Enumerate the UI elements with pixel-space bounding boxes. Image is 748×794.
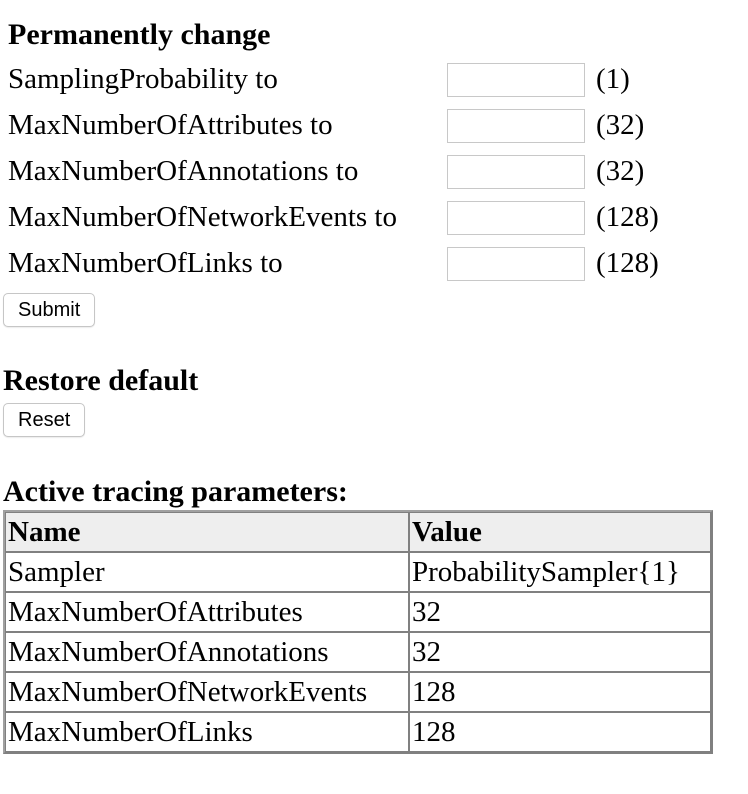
table-header-row: Name Value [5,512,711,552]
form-label: SamplingProbability to [8,63,278,95]
default-value: (32) [596,155,645,187]
restore-default-heading: Restore default [3,364,199,397]
param-name: MaxNumberOfAnnotations [5,632,409,672]
default-value: (128) [596,201,659,233]
param-name: MaxNumberOfLinks [5,712,409,752]
param-name: MaxNumberOfNetworkEvents [5,672,409,712]
param-name: Sampler [5,552,409,592]
table-row: Sampler ProbabilitySampler{1} [5,552,711,592]
sampling-probability-input[interactable] [447,63,585,97]
param-value: 32 [409,632,711,672]
table-row: MaxNumberOfAttributes 32 [5,592,711,632]
param-value: 128 [409,672,711,712]
column-header-value: Value [409,512,711,552]
max-annotations-input[interactable] [447,155,585,189]
default-value: (1) [596,63,630,95]
table-row: MaxNumberOfAnnotations 32 [5,632,711,672]
column-header-name: Name [5,512,409,552]
form-label: MaxNumberOfLinks to [8,247,283,279]
default-value: (128) [596,247,659,279]
form-label: MaxNumberOfNetworkEvents to [8,201,397,233]
param-value: 32 [409,592,711,632]
submit-button[interactable]: Submit [3,293,96,327]
max-links-input[interactable] [447,247,585,281]
permanently-change-heading: Permanently change [8,18,271,51]
param-value: 128 [409,712,711,752]
default-value: (32) [596,109,645,141]
active-parameters-table: Name Value Sampler ProbabilitySampler{1}… [3,510,713,754]
active-parameters-heading: Active tracing parameters: [3,475,348,508]
table-row: MaxNumberOfLinks 128 [5,712,711,752]
param-value: ProbabilitySampler{1} [409,552,711,592]
max-attributes-input[interactable] [447,109,585,143]
form-label: MaxNumberOfAnnotations to [8,155,359,187]
max-network-events-input[interactable] [447,201,585,235]
form-label: MaxNumberOfAttributes to [8,109,333,141]
reset-button[interactable]: Reset [3,403,86,437]
table-row: MaxNumberOfNetworkEvents 128 [5,672,711,712]
param-name: MaxNumberOfAttributes [5,592,409,632]
